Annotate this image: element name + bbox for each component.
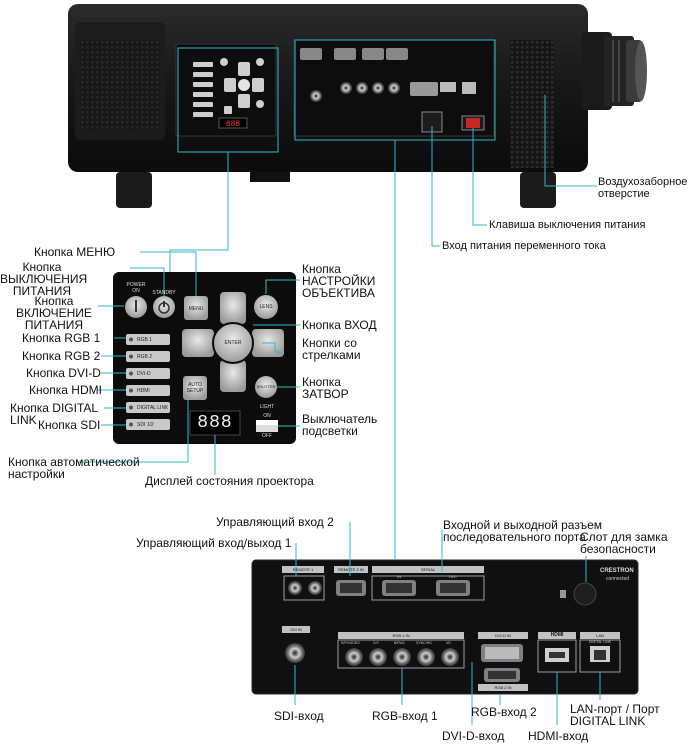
label-light-switch: Выключатель подсветки xyxy=(302,412,378,438)
label-digital-link: Кнопка DIGITAL LINK xyxy=(10,401,99,427)
label-ac-inlet: Вход питания переменного тока xyxy=(442,240,606,252)
rgb2-in-port-label: RGB 2 IN xyxy=(494,685,512,690)
label-menu: Кнопка МЕНЮ xyxy=(34,245,116,259)
sdi-in-port-label: SDI IN xyxy=(290,627,302,632)
rgb1-jack-label-1: R/Pr/VIDEO xyxy=(341,641,360,645)
rgb1-in-port-label: RGB 1 IN xyxy=(392,633,410,638)
lan-port-label: LAN xyxy=(596,633,604,638)
label-arrows: Кнопки со стрелками xyxy=(302,336,361,362)
callout-lines xyxy=(78,39,601,725)
label-remote2: Управляющий вход 2 xyxy=(216,515,334,529)
label-sdi-in: SDI-вход xyxy=(274,709,324,723)
shutter-button-label: SHUTTER xyxy=(256,384,276,389)
light-off-label: OFF xyxy=(262,433,272,439)
panel-power-on-text: POWER ON xyxy=(126,282,146,294)
rgb1-jack-label-2: G/Y xyxy=(373,641,380,645)
label-status-display: Дисплей состояния проектора xyxy=(145,474,314,488)
label-air-intake: Воздухозаборное отверстие xyxy=(598,176,688,200)
label-power-on: Кнопка ВКЛЮЧЕНИЕ ПИТАНИЯ xyxy=(16,294,92,332)
status-display-digits: 888 xyxy=(197,413,233,433)
label-lan-port: LAN-порт / Порт DIGITAL LINK xyxy=(570,702,660,728)
rgb1-button-label: RGB 1 xyxy=(137,337,153,343)
label-remote1: Управляющий вход/выход 1 xyxy=(136,536,292,550)
label-security-slot: Слот для замка безопасности xyxy=(580,530,668,556)
serial-in-label: IN xyxy=(397,574,401,579)
serial-port-label: SERIAL xyxy=(420,567,436,572)
svg-text:888: 888 xyxy=(226,120,241,129)
lens-button-label: LENS xyxy=(259,304,273,310)
label-serial: Входной и выходной разъем последовательн… xyxy=(443,518,603,544)
digital-link-button-label: DIGITAL LINK xyxy=(137,405,169,411)
rgb1-jack-label-4: SYNC/HD xyxy=(416,641,432,645)
rgb1-jack-label-5: VD xyxy=(446,641,451,645)
label-hdmi-in: HDMI-вход xyxy=(528,729,589,743)
crestron-logo-text: CRESTRON xyxy=(600,568,634,574)
rgb2-button-label: RGB 2 xyxy=(137,354,153,360)
light-on-label: ON xyxy=(263,413,271,419)
label-rgb1: Кнопка RGB 1 xyxy=(22,331,101,345)
label-sdi: Кнопка SDI xyxy=(38,418,101,432)
label-input: Кнопка ВХОД xyxy=(302,318,377,332)
digital-link-port-label: DIGITAL LINK xyxy=(589,640,611,644)
serial-out-label: OUT xyxy=(448,574,458,579)
rgb1-jack-label-3: B/Pb/C xyxy=(394,641,406,645)
panel-standby-text: STANDBY xyxy=(152,290,176,296)
light-label: LIGHT xyxy=(259,404,275,410)
label-hdmi: Кнопка HDMI xyxy=(29,383,102,397)
control-panel-enlarged xyxy=(113,272,296,444)
label-auto-setup: Кнопка автоматической настройки xyxy=(8,455,140,481)
label-dvid-in: DVI-D-вход xyxy=(442,729,505,743)
label-rgb2: Кнопка RGB 2 xyxy=(22,349,101,363)
label-shutter: Кнопка ЗАТВОР xyxy=(302,375,349,401)
label-rgb1-in: RGB-вход 1 xyxy=(372,709,438,723)
sdi-button-label: SDI 1/2 xyxy=(137,422,154,428)
enter-button-label: ENTER xyxy=(224,340,242,346)
label-standby: Кнопка ВЫКЛЮЧЕНИЯ ПИТАНИЯ xyxy=(0,260,88,298)
projector-body: 888 xyxy=(68,4,647,208)
label-rgb2-in: RGB-вход 2 xyxy=(471,705,537,719)
crestron-connected-text: connected xyxy=(606,576,630,582)
remote2-port-label: REMOTE 2 IN xyxy=(338,567,364,572)
terminal-panel-enlarged xyxy=(251,559,639,695)
dvid-button-label: DVI-D xyxy=(137,371,151,377)
label-dvid: Кнопка DVI-D xyxy=(26,366,101,380)
dvid-in-port-label: DVI-D IN xyxy=(495,633,511,638)
auto-setup-button-label: AUTO SETUP xyxy=(186,382,204,394)
label-power-off-key: Клавиша выключения питания xyxy=(489,219,646,231)
label-lens: Кнопка НАСТРОЙКИ ОБЪЕКТИВА xyxy=(302,262,376,300)
hdmi-button-label: HDMI xyxy=(137,388,150,394)
hdmi-port-label: HDMI xyxy=(550,632,564,638)
remote1-port-label: REMOTE 1 xyxy=(292,567,314,572)
menu-button-label: MENU xyxy=(188,306,204,312)
air-intake-vent xyxy=(510,40,554,168)
